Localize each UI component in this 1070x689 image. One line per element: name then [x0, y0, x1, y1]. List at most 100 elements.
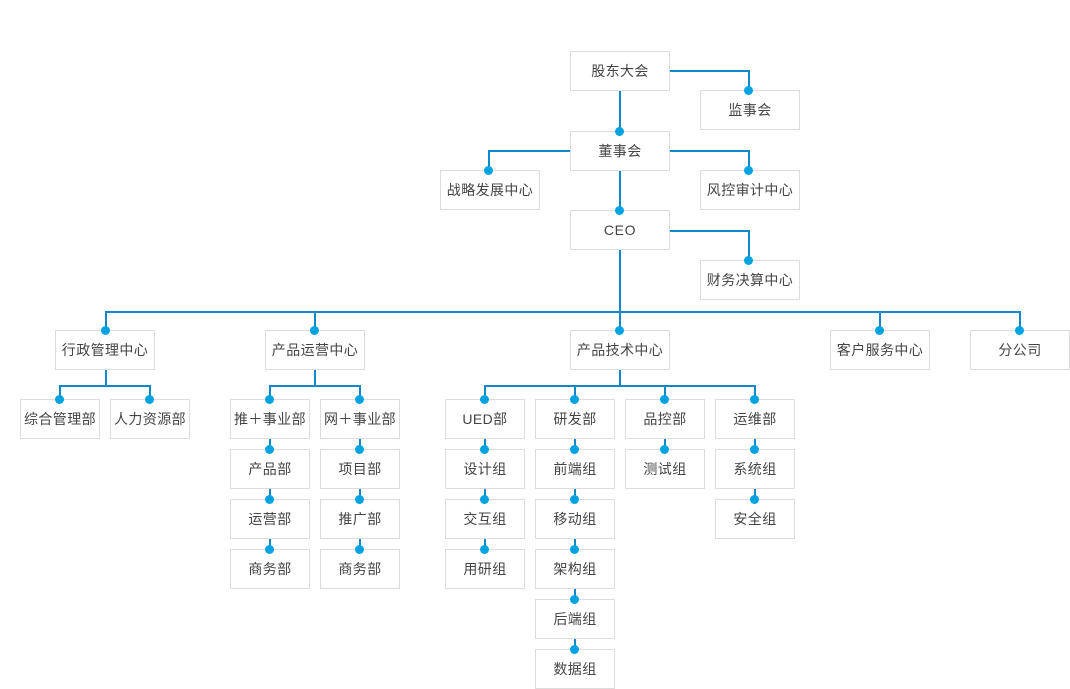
dot-rd	[570, 395, 579, 404]
dot-hr	[145, 395, 154, 404]
org-node-qc-dept[interactable]: 品控部	[625, 399, 705, 439]
org-node-risk-audit-center[interactable]: 风控审计中心	[700, 170, 800, 210]
org-node-promotion-dept[interactable]: 推广部	[320, 499, 400, 539]
org-node-system-group[interactable]: 系统组	[715, 449, 795, 489]
chain-rd-3	[574, 539, 576, 550]
tech-stub-qc	[664, 385, 666, 400]
dot-interaction	[480, 495, 489, 504]
dot-project	[355, 445, 364, 454]
org-node-strategy-center[interactable]: 战略发展中心	[440, 170, 540, 210]
org-node-product-tech-center[interactable]: 产品技术中心	[570, 330, 670, 370]
ops-bus-h	[269, 385, 361, 387]
chain-ops-1	[754, 439, 756, 450]
level4-stub-customer	[879, 311, 881, 332]
org-node-finance-center[interactable]: 财务决算中心	[700, 260, 800, 300]
org-node-ceo[interactable]: CEO	[570, 210, 670, 250]
dot-finance	[744, 256, 753, 265]
org-node-user-research-group[interactable]: 用研组	[445, 549, 525, 589]
org-node-hr-dept[interactable]: 人力资源部	[110, 399, 190, 439]
org-node-supervisory-board[interactable]: 监事会	[700, 90, 800, 130]
org-node-data-group[interactable]: 数据组	[535, 649, 615, 689]
chain-ued-2	[484, 489, 486, 500]
admin-down-v	[105, 370, 107, 385]
board-to-ceo-v	[619, 171, 621, 212]
org-node-shareholders-meeting[interactable]: 股东大会	[570, 51, 670, 91]
ceo-trunk-v	[619, 250, 621, 313]
org-node-business-dept-2[interactable]: 商务部	[320, 549, 400, 589]
level4-bus-h	[105, 311, 1019, 313]
dot-frontend	[570, 445, 579, 454]
org-node-admin-center[interactable]: 行政管理中心	[55, 330, 155, 370]
tech-stub-rd	[574, 385, 576, 400]
org-node-security-group[interactable]: 安全组	[715, 499, 795, 539]
org-node-testing-group[interactable]: 测试组	[625, 449, 705, 489]
org-node-branch-company[interactable]: 分公司	[970, 330, 1070, 370]
dot-board	[615, 127, 624, 136]
chain-wang-2	[359, 489, 361, 500]
org-node-product-ops-center[interactable]: 产品运营中心	[265, 330, 365, 370]
chain-ued-1	[484, 439, 486, 450]
board-to-risk-h	[670, 150, 750, 152]
board-to-strategy-v	[488, 150, 490, 172]
dot-supervisory	[744, 86, 753, 95]
chain-tui-2	[269, 489, 271, 500]
org-node-architecture-group[interactable]: 架构组	[535, 549, 615, 589]
ceo-to-finance-v	[748, 230, 750, 262]
org-node-mobile-group[interactable]: 移动组	[535, 499, 615, 539]
dot-mobile	[570, 495, 579, 504]
dot-strategy	[484, 166, 493, 175]
org-node-ops-maintenance-dept[interactable]: 运维部	[715, 399, 795, 439]
dot-admin-center	[101, 326, 110, 335]
level4-stub-branch	[1019, 311, 1021, 332]
org-node-project-dept[interactable]: 项目部	[320, 449, 400, 489]
tech-stub-ops	[754, 385, 756, 400]
dot-wang	[355, 395, 364, 404]
chain-rd-2	[574, 489, 576, 500]
org-node-frontend-group[interactable]: 前端组	[535, 449, 615, 489]
admin-stub-hr	[149, 385, 151, 400]
tech-down-v	[619, 370, 621, 385]
chain-wang-1	[359, 439, 361, 450]
org-node-general-admin-dept[interactable]: 综合管理部	[20, 399, 100, 439]
chain-tui-3	[269, 539, 271, 550]
dot-risk	[744, 166, 753, 175]
dot-branch	[1015, 326, 1024, 335]
org-node-ued-dept[interactable]: UED部	[445, 399, 525, 439]
shareholders-to-supervisory-h	[670, 70, 750, 72]
org-node-rd-dept[interactable]: 研发部	[535, 399, 615, 439]
chain-tui-1	[269, 439, 271, 450]
dot-system	[750, 445, 759, 454]
ceo-to-finance-h	[670, 230, 750, 232]
org-node-tui-business-unit[interactable]: 推＋事业部	[230, 399, 310, 439]
chain-ops-2	[754, 489, 756, 500]
ops-down-v	[314, 370, 316, 385]
shareholders-to-board-v	[619, 91, 621, 133]
dot-customer	[875, 326, 884, 335]
chain-wang-3	[359, 539, 361, 550]
org-node-product-dept[interactable]: 产品部	[230, 449, 310, 489]
admin-stub-general	[59, 385, 61, 400]
org-node-operations-dept[interactable]: 运营部	[230, 499, 310, 539]
dot-ceo	[615, 206, 624, 215]
chain-rd-5	[574, 639, 576, 650]
org-node-backend-group[interactable]: 后端组	[535, 599, 615, 639]
dot-operations	[265, 495, 274, 504]
org-node-business-dept-1[interactable]: 商务部	[230, 549, 310, 589]
tech-bus-h	[484, 385, 756, 387]
dot-design	[480, 445, 489, 454]
org-node-customer-service[interactable]: 客户服务中心	[830, 330, 930, 370]
admin-bus-h	[59, 385, 151, 387]
dot-architecture	[570, 545, 579, 554]
org-node-interaction-group[interactable]: 交互组	[445, 499, 525, 539]
chain-ued-3	[484, 539, 486, 550]
level4-stub-product-tech	[619, 311, 621, 332]
dot-ops	[750, 395, 759, 404]
org-node-wang-business-unit[interactable]: 网＋事业部	[320, 399, 400, 439]
org-node-board-of-directors[interactable]: 董事会	[570, 131, 670, 171]
dot-security	[750, 495, 759, 504]
org-node-design-group[interactable]: 设计组	[445, 449, 525, 489]
dot-product-dept	[265, 445, 274, 454]
dot-backend	[570, 595, 579, 604]
chain-qc-1	[664, 439, 666, 450]
